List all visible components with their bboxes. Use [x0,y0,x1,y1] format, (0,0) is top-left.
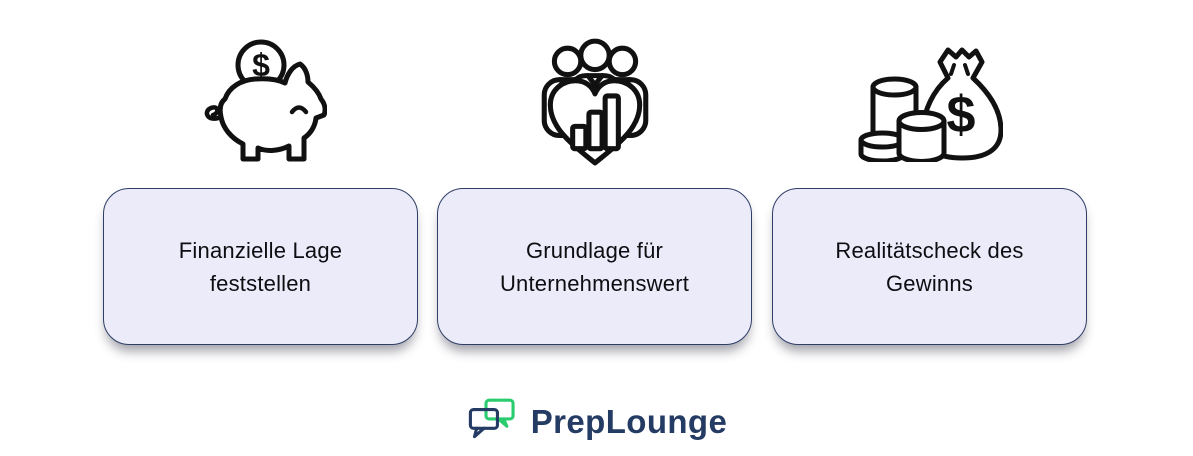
card-label: Grundlage für Unternehmenswert [499,237,690,296]
icon-box-2 [437,0,752,188]
card-grundlage: Grundlage für Unternehmenswert [437,188,752,345]
piggy-coin-dollar: $ [252,47,270,83]
column-grundlage: Grundlage für Unternehmenswert [437,0,752,345]
card-realitaetscheck: Realitätscheck des Gewinns [772,188,1087,345]
card-finanzielle-lage: Finanzielle Lage feststellen [103,188,418,345]
card-label: Realitätscheck des Gewinns [835,237,1024,296]
column-finanzielle-lage: $ Finanzielle Lage feststellen [103,0,418,345]
team-heart-chart-icon [541,38,648,166]
piggy-bank-icon: $ [204,39,327,162]
icon-box-1: $ [103,0,418,188]
money-bag-dollar: $ [947,86,976,144]
card-label: Finanzielle Lage feststellen [178,237,343,296]
logo-text: PrepLounge [530,402,728,440]
column-realitaetscheck: $ Realitätscheck des Gewinns [772,0,1087,345]
chat-bubbles-icon [468,398,515,439]
money-bag-coins-icon: $ [858,47,1003,162]
preplounge-logo: PrepLounge [466,397,728,443]
icon-box-3: $ [772,0,1087,188]
